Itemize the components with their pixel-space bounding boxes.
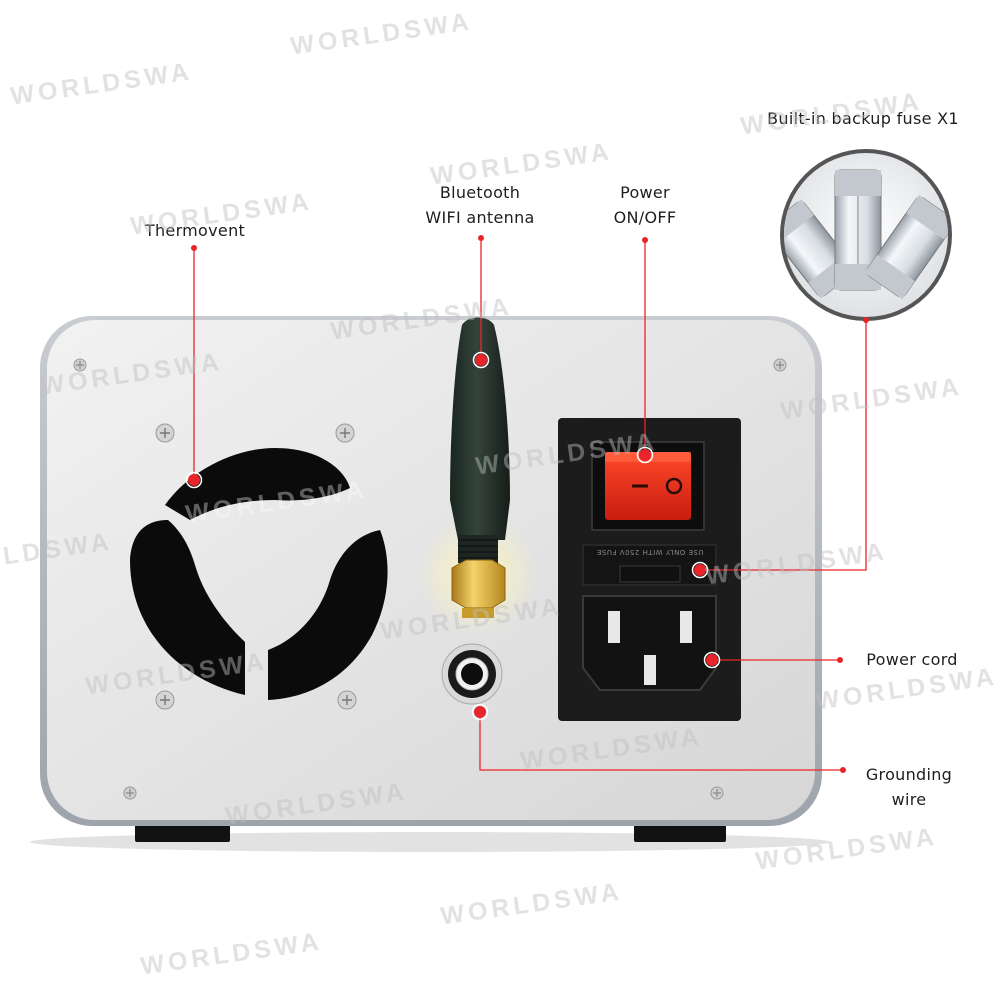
label-thermovent: Thermovent <box>130 218 260 243</box>
label-bluetooth-line1: Bluetooth <box>439 183 521 202</box>
label-power-line1: Power <box>620 183 670 202</box>
label-power-cord: Power cord <box>852 647 972 672</box>
power-module <box>558 418 741 721</box>
callout-dots <box>188 235 869 773</box>
callout-lines <box>193 238 867 771</box>
fuse-holder-text: USE ONLY WITH 250V FUSE <box>596 548 704 556</box>
switch-off-symbol: o <box>667 474 676 490</box>
label-bluetooth-line2: WIFI antenna <box>425 208 535 227</box>
switch-on-symbol: — <box>630 474 644 490</box>
label-grounding: Grounding wire <box>850 762 968 812</box>
label-power-cord-text: Power cord <box>866 650 958 669</box>
label-grounding-line2: wire <box>891 790 927 809</box>
label-bluetooth: Bluetooth WIFI antenna <box>400 180 560 230</box>
antenna <box>450 317 510 618</box>
label-fuse-text: Built-in backup fuse X1 <box>767 109 959 128</box>
label-power-line2: ON/OFF <box>613 208 677 227</box>
label-power: Power ON/OFF <box>585 180 705 230</box>
label-grounding-line1: Grounding <box>865 765 953 784</box>
label-fuse: Built-in backup fuse X1 <box>758 106 968 131</box>
fuse-callout-image <box>780 149 952 321</box>
label-thermovent-text: Thermovent <box>144 221 246 240</box>
thermovent <box>130 448 388 700</box>
grounding-terminal <box>441 643 503 705</box>
